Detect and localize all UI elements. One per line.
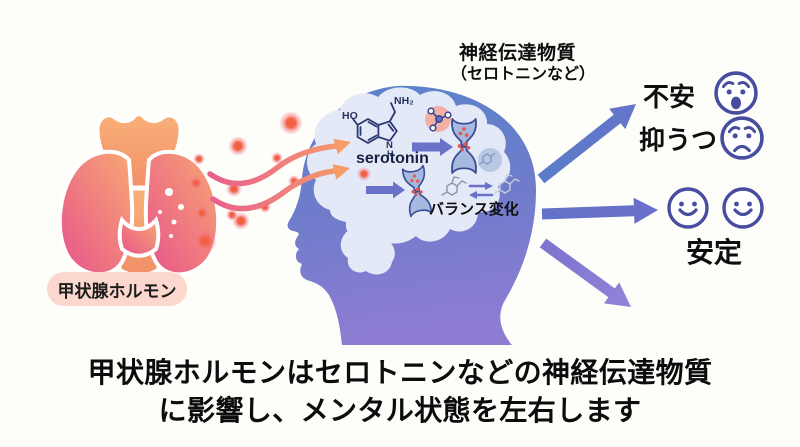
neurotransmitter-subtitle: （セロトニンなど） xyxy=(451,66,596,83)
depression-label: 抑うつ xyxy=(639,125,718,155)
stable-label: 安定 xyxy=(686,237,743,268)
serotonin-dot xyxy=(357,167,371,181)
caption: 甲状腺ホルモンはセロトニンなどの神経伝達物質 に影響し、メンタル状態を左右します xyxy=(0,354,800,430)
happy-face-icon xyxy=(667,187,709,229)
thyroid-isthmus xyxy=(117,215,161,258)
outcome-arrow-up xyxy=(537,104,636,184)
atom-label-nh2: NH₂ xyxy=(394,95,414,107)
caption-line-1: 甲状腺ホルモンはセロトニンなどの神経伝達物質 xyxy=(87,357,713,388)
thyroid-hormone-badge: 甲状腺ホルモン xyxy=(47,272,187,306)
receptor-molecule-icon xyxy=(478,152,496,166)
happy-face-icon-2 xyxy=(722,187,764,229)
atom-label-h: H xyxy=(387,149,394,159)
hormone-flow-arrows xyxy=(207,138,351,212)
serotonin-label: serotonin xyxy=(356,150,429,167)
thyroid-left-lobe xyxy=(57,149,135,277)
synapse-arrow-icon xyxy=(412,138,453,156)
neurotransmitter-title: 神経伝達物質 xyxy=(459,43,577,64)
receptor-bubble-blue xyxy=(478,148,502,172)
gland-speckles xyxy=(158,188,184,238)
sad-face-icon xyxy=(720,116,764,160)
worried-face-icon xyxy=(714,71,758,115)
outcome-arrow-mid xyxy=(541,197,658,224)
serotonin-molecule-icon xyxy=(352,102,398,144)
balance-exchange-arrows xyxy=(468,182,494,199)
neurotransmitter-molecule-icon xyxy=(427,107,452,132)
caption-line-2: に影響し、メンタル状態を左右します xyxy=(158,395,642,427)
atom-label-n: N xyxy=(386,140,393,151)
outcome-arrow-down xyxy=(539,238,631,307)
thyroid-icon xyxy=(57,111,221,279)
anxiety-label: 不安 xyxy=(643,82,696,112)
synapse-arrow-icon-2 xyxy=(366,181,405,199)
balance-molecules xyxy=(441,174,520,199)
atom-label-ho: HO xyxy=(342,110,358,122)
balance-change-label: バランス変化 xyxy=(429,201,519,218)
